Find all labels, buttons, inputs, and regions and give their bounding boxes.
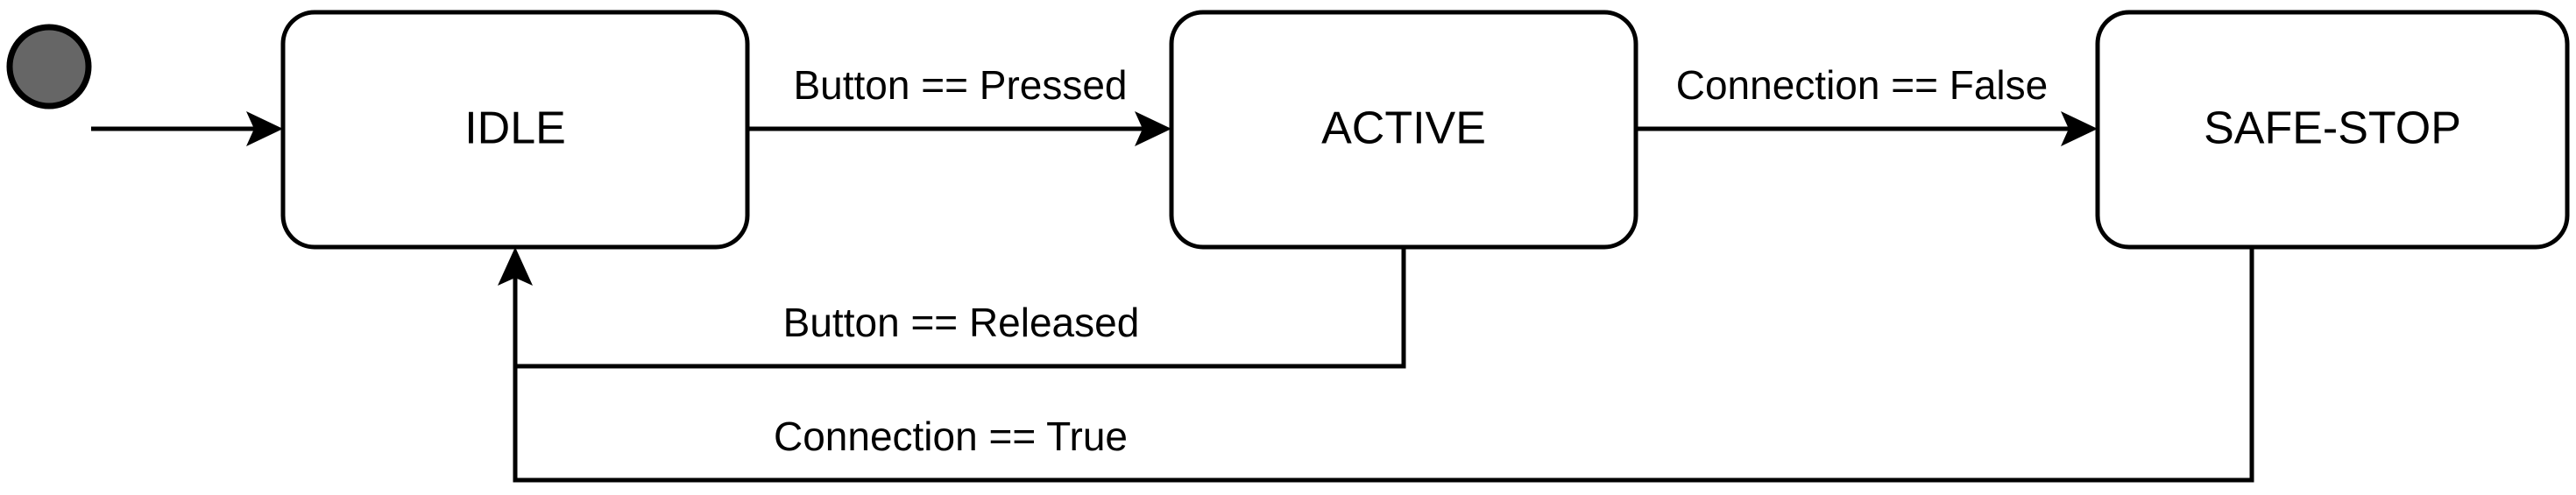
state-label-safe-stop: SAFE-STOP [2204, 103, 2461, 154]
edge-label-active-to-safestop: Connection == False [1676, 62, 2049, 108]
edge-label-safestop-to-idle: Connection == True [774, 414, 1128, 459]
state-node-active[interactable]: ACTIVE [1169, 10, 1638, 250]
transition-start-to-idle[interactable] [91, 111, 283, 146]
state-label-idle: IDLE [464, 103, 566, 154]
arrowhead-start-to-idle [246, 111, 283, 146]
state-box-safe-stop [2095, 10, 2570, 250]
arrowhead-active-to-safestop [2061, 111, 2098, 146]
transition-active-to-idle[interactable]: Button == Released [513, 244, 1406, 369]
transition-active-to-safestop[interactable]: Connection == False [1636, 62, 2098, 146]
arrowhead-into-idle-bottom [498, 247, 533, 286]
state-node-safe-stop[interactable]: SAFE-STOP [2095, 10, 2570, 250]
state-label-active: ACTIVE [1321, 103, 1486, 154]
state-node-idle[interactable]: IDLE [280, 10, 750, 250]
edge-label-active-to-idle: Button == Released [783, 300, 1140, 345]
edge-label-idle-to-active: Button == Pressed [793, 62, 1127, 108]
edge-line-safestop-to-idle [513, 244, 2254, 483]
transition-idle-to-active[interactable]: Button == Pressed [747, 62, 1171, 146]
arrowhead-idle-to-active [1135, 111, 1171, 146]
transition-safestop-to-idle[interactable]: Connection == True [513, 244, 2254, 483]
initial-state-node[interactable] [6, 24, 92, 110]
